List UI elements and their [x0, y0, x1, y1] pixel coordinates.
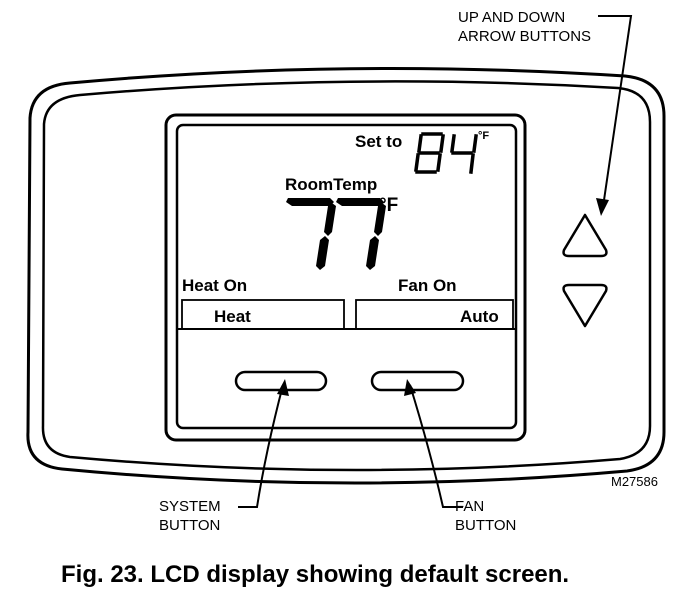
arrows-leader-line [598, 15, 633, 208]
triangle-down-icon[interactable] [562, 283, 608, 328]
system-callout-label: SYSTEM BUTTON [159, 498, 221, 534]
arrows-leader-arrowhead [596, 198, 609, 216]
room-temp-digits [286, 198, 386, 270]
thermostat-housing-inner [41, 80, 652, 472]
fan-leader-arrowhead [404, 379, 416, 396]
set-temp-value: 84 [416, 132, 465, 172]
arrows-callout-label: UP AND DOWN ARROW BUTTONS [458, 9, 592, 45]
triangle-up-icon[interactable] [562, 213, 608, 258]
thermostat-housing-outer [26, 66, 666, 485]
room-temp-value: 77 [286, 196, 368, 270]
lcd-screen [164, 113, 527, 442]
set-temp-digits [414, 132, 478, 174]
room-temp-unit: °F [379, 195, 399, 216]
set-temp-unit: °F [478, 130, 490, 142]
lcd-screen-inner [175, 123, 518, 430]
heat-status-label: Heat On [182, 276, 248, 295]
figure-id: M27586 [611, 474, 658, 489]
set-to-label: Set to [355, 132, 403, 151]
fan-mode-label: Auto [460, 307, 499, 326]
fan-button[interactable] [370, 370, 465, 392]
system-leader-arrowhead [277, 379, 289, 396]
figure-caption: Fig. 23. LCD display showing default scr… [61, 561, 570, 588]
system-mode-label: Heat [214, 307, 251, 326]
fan-status-label: Fan On [398, 276, 457, 295]
fan-callout-label: FAN BUTTON [455, 498, 517, 534]
room-temp-label: RoomTemp [285, 175, 378, 194]
system-mode-box [181, 299, 345, 330]
system-leader-line [238, 384, 284, 508]
fan-leader-line [409, 384, 463, 508]
